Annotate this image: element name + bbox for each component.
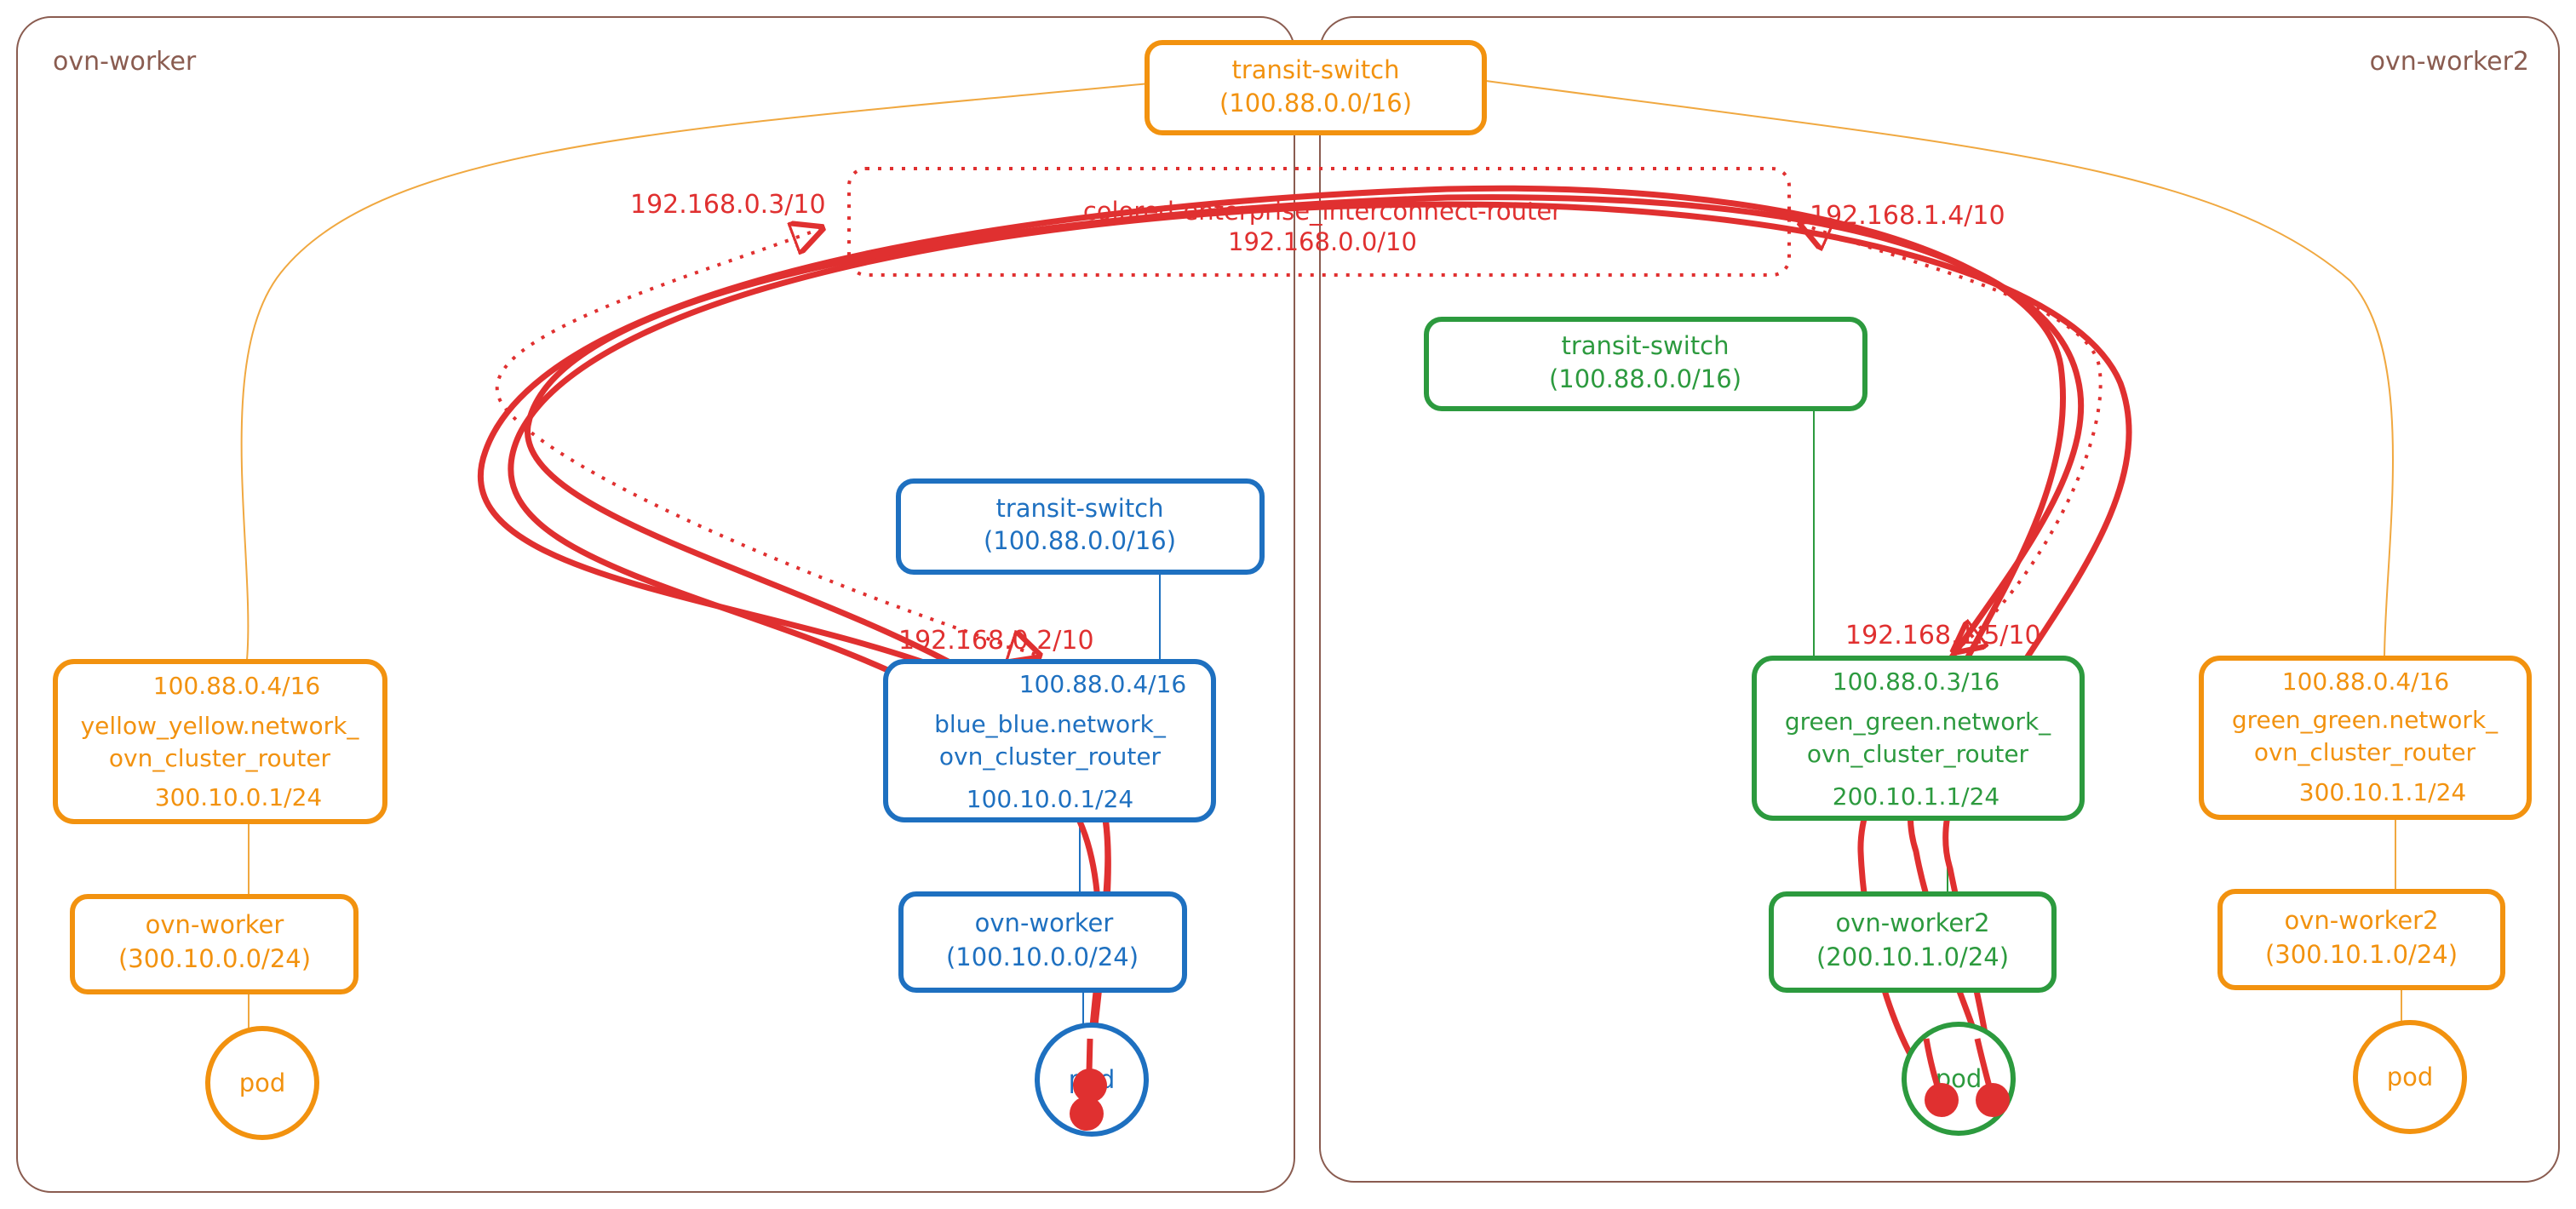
interconnect-router-cidr: 192.168.0.0/10 [1228, 227, 1417, 256]
green-router-2-subnet: 300.10.1.1/24 [2299, 778, 2466, 806]
blue-transit-switch-cidr: (100.88.0.0/16) [984, 526, 1176, 555]
green-router-1-name-2: ovn_cluster_router [1807, 740, 2029, 768]
traffic-path-overlay-blue [1085, 1038, 1093, 1108]
green-switch-1-cidr: (200.10.1.0/24) [1816, 943, 2009, 971]
green-switch-2 [2217, 889, 2505, 990]
blue-switch-cidr: (100.10.0.0/24) [946, 943, 1139, 971]
ip-label-green: 192.168.1.5/10 [1845, 621, 2041, 650]
blue-transit-switch-name: transit-switch [995, 494, 1163, 523]
yellow-switch-name: ovn-worker [146, 910, 284, 939]
interconnect-link-blue [495, 228, 1039, 656]
ip-label-blue: 192.168.0.2/10 [898, 626, 1094, 656]
yellow-router-name-2: ovn_cluster_router [109, 744, 331, 772]
green-transit-switch-cidr: (100.88.0.0/16) [1549, 364, 1741, 393]
traffic-path-overlay-green [1923, 1038, 1996, 1101]
blue-router-subnet: 100.10.0.1/24 [967, 785, 1133, 813]
green-switch-1-name: ovn-worker2 [1835, 908, 1989, 937]
green-router-1-subnet: 200.10.1.1/24 [1833, 782, 1999, 811]
yellow-router [53, 659, 387, 824]
top-transit-switch-name: transit-switch [1231, 55, 1399, 84]
ip-label-right-top: 192.168.1.4/10 [1810, 201, 2005, 231]
interconnect-router-box [847, 167, 1791, 277]
green-router-1-transit-ip: 100.88.0.3/16 [1833, 668, 1999, 696]
ip-label-left-top: 192.168.0.3/10 [630, 190, 826, 220]
top-transit-switch [1145, 40, 1487, 135]
top-transit-switch-cidr: (100.88.0.0/16) [1219, 89, 1412, 117]
pod-yellow-label: pod [239, 1069, 286, 1097]
blue-router-name-2: ovn_cluster_router [939, 742, 1162, 771]
pod-orange-right [2353, 1020, 2467, 1134]
green-router-2-transit-ip: 100.88.0.4/16 [2282, 668, 2449, 696]
green-transit-switch-name: transit-switch [1561, 331, 1729, 360]
yellow-router-subnet: 300.10.0.1/24 [155, 783, 322, 811]
pod-orange-right-label: pod [2387, 1063, 2434, 1092]
pod-yellow [205, 1026, 319, 1140]
worker2-label: ovn-worker2 [2370, 47, 2529, 77]
green-switch-1 [1769, 891, 2057, 993]
worker1-label: ovn-worker [53, 47, 197, 77]
blue-router [883, 659, 1216, 822]
yellow-switch [70, 894, 359, 994]
green-switch-2-cidr: (300.10.1.0/24) [2265, 940, 2458, 969]
interconnect-link-green [1801, 223, 2103, 651]
green-switch-2-name: ovn-worker2 [2284, 906, 2438, 935]
green-router-2 [2199, 656, 2532, 820]
yellow-router-name-1: yellow_yellow.network_ [81, 712, 360, 740]
green-router-2-name-2: ovn_cluster_router [2254, 738, 2476, 766]
worker1-frame [16, 16, 1295, 1193]
green-router-1 [1752, 656, 2085, 821]
green-router-2-name-1: green_green.network_ [2232, 706, 2499, 734]
top-transit-to-yellow-router [240, 83, 1150, 661]
blue-router-name-1: blue_blue.network_ [934, 710, 1167, 738]
traffic-endpoint-blue-2 [1070, 1097, 1104, 1131]
blue-router-transit-ip: 100.88.0.4/16 [1019, 670, 1186, 698]
worker2-frame [1319, 16, 2560, 1183]
green-transit-switch [1424, 317, 1867, 411]
yellow-router-transit-ip: 100.88.0.4/16 [153, 672, 320, 700]
blue-switch [898, 891, 1187, 993]
yellow-switch-cidr: (300.10.0.0/24) [118, 944, 311, 973]
top-transit-to-green-router-2 [1485, 80, 2394, 661]
blue-switch-name: ovn-worker [975, 908, 1114, 937]
green-router-1-name-1: green_green.network_ [1785, 708, 2051, 736]
blue-transit-switch [896, 478, 1265, 575]
